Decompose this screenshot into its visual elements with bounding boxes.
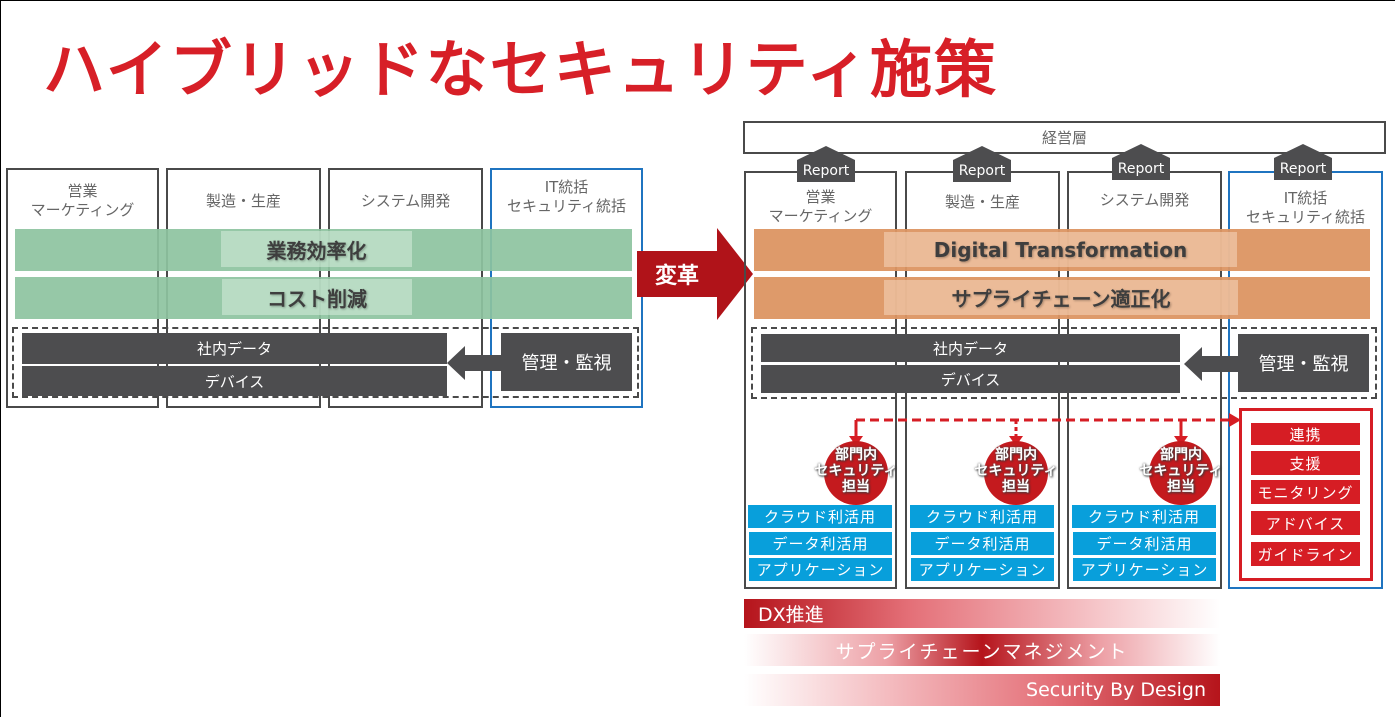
before-internal-data: 社内データ [22,333,447,364]
it-function-guidelines: ガイドライン [1251,542,1360,566]
system-dev-application: アプリケーション [1073,558,1216,581]
before-data-zone [12,327,639,398]
initiative-supply-chain-management: サプライチェーンマネジメント [744,634,1220,666]
band-supply-chain-label: サプライチェーン適正化 [884,280,1238,315]
column-label: IT統括 セキュリティ統括 [506,178,627,215]
before-monitor-box: 管理・監視 [501,333,632,391]
manufacturing-application: アプリケーション [911,558,1054,581]
sales-application: アプリケーション [749,558,892,581]
column-label: IT統括 セキュリティ統括 [1245,189,1366,226]
band-cost-reduction-label: コスト削減 [222,279,412,315]
initiative-dx: DX推進 [744,599,1220,628]
sales-cloud-usage: クラウド利活用 [748,505,892,528]
report-badge-manufacturing: Report [953,146,1011,182]
before-devices: デバイス [22,366,447,396]
report-badge-it: Report [1274,144,1332,180]
dept-security-circle-icon [824,441,888,505]
band-efficiency-label: 業務効率化 [221,231,412,267]
transform-arrow-label: 変革 [654,264,699,289]
after-devices: デバイス [761,365,1180,393]
dept-security-sales: 部門内 セキュリティ 担当 [814,441,898,505]
report-label: Report [1274,158,1332,180]
system-dev-data-usage: データ利活用 [1073,532,1216,555]
dept-security-label: 部門内 セキュリティ 担当 [974,447,1058,495]
dept-security-system-dev: 部門内 セキュリティ 担当 [1139,441,1223,505]
after-internal-data: 社内データ [761,334,1180,362]
system-dev-cloud-usage: クラウド利活用 [1072,505,1216,528]
column-label: 営業 マーケティング [768,188,873,225]
report-badge-system-dev: Report [1112,144,1170,180]
dept-security-manufacturing: 部門内 セキュリティ 担当 [974,441,1058,505]
report-label: Report [1112,158,1170,180]
report-label: Report [953,160,1011,182]
dept-security-label: 部門内 セキュリティ 担当 [814,447,898,495]
column-label: システム開発 [360,192,451,210]
dept-security-circle-icon [984,441,1048,505]
manufacturing-cloud-usage: クラウド利活用 [910,505,1054,528]
transform-arrow-head-icon [717,228,753,320]
column-label: 営業 マーケティング [30,182,135,219]
sales-data-usage: データ利活用 [749,532,892,555]
column-label: 製造・生産 [205,192,281,210]
band-digital-transformation-label: Digital Transformation [884,232,1237,267]
it-function-monitoring: モニタリング [1251,480,1360,504]
it-function-advice: アドバイス [1251,511,1360,535]
dept-security-circle-icon [1149,441,1213,505]
after-monitor-box: 管理・監視 [1238,334,1369,392]
column-label: 製造・生産 [944,193,1020,211]
initiative-security-by-design: Security By Design [744,674,1220,706]
column-label: システム開発 [1099,191,1190,209]
after-data-zone [751,327,1377,399]
manufacturing-data-usage: データ利活用 [911,532,1054,555]
page-title: ハイブリッドなセキュリティ施策 [43,33,999,106]
dept-security-label: 部門内 セキュリティ 担当 [1139,447,1223,495]
transform-arrow: 変革 [637,251,717,297]
report-badge-sales: Report [797,146,855,182]
it-function-support: 支援 [1251,451,1360,475]
it-function-collaboration: 連携 [1251,423,1360,445]
it-functions-frame [1239,408,1373,581]
report-label: Report [797,160,855,182]
